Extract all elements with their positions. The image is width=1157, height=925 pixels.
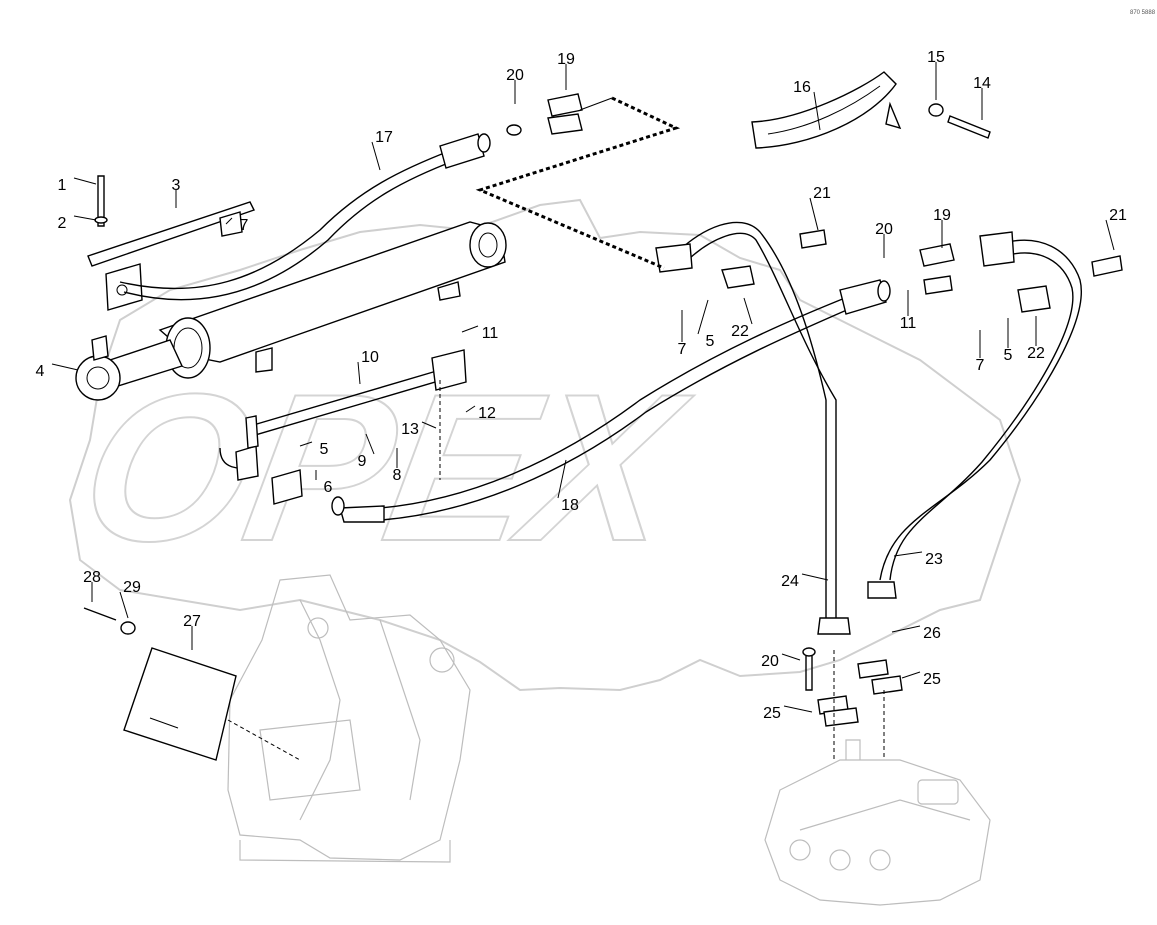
callout-label-c27: 27	[183, 613, 201, 630]
callout-label-c14: 14	[973, 75, 991, 92]
callout-label-c5a: 5	[320, 441, 329, 458]
callout-leader-c21a	[809, 197, 819, 231]
callout-labels: 1234567891011121314151617181919202020212…	[36, 49, 1127, 722]
callout-leader-c26	[891, 625, 921, 633]
callout-label-c22a: 22	[731, 323, 749, 340]
tube-10	[219, 349, 467, 505]
hose-17	[119, 133, 491, 301]
mounting-bracket	[87, 175, 255, 311]
callout-leader-c11a	[461, 325, 479, 333]
callout-label-c20b: 20	[875, 221, 893, 238]
callout-label-c28: 28	[83, 569, 101, 586]
hose-18	[331, 279, 891, 523]
callout-leader-c4	[51, 363, 79, 371]
callout-label-c19b: 19	[933, 207, 951, 224]
callout-label-c7a: 7	[240, 217, 249, 234]
hydraulic-cylinder	[75, 221, 507, 401]
pipe-24	[655, 221, 851, 635]
callout-leader-c5b	[697, 299, 709, 335]
callout-label-c25a: 25	[923, 671, 941, 688]
callout-leader-c16	[813, 91, 821, 131]
callout-leader-c25a	[901, 671, 921, 679]
callout-leader-c20c	[781, 653, 801, 661]
callout-leader-c24	[801, 573, 829, 581]
callout-label-c7b: 7	[678, 341, 687, 358]
callout-leader-c18	[557, 459, 567, 499]
callout-leader-c7a	[225, 217, 233, 225]
callout-leader-c22a	[743, 297, 753, 325]
callout-leader-c1	[73, 177, 97, 185]
callout-leader-c5a	[299, 441, 313, 447]
callout-label-c11b: 11	[900, 315, 917, 332]
callout-label-c24: 24	[781, 573, 799, 590]
callout-label-c20c: 20	[761, 653, 779, 670]
callout-label-c6: 6	[324, 479, 333, 496]
callout-label-c23: 23	[925, 551, 943, 568]
callout-label-c25b: 25	[763, 705, 781, 722]
callout-label-c10: 10	[361, 349, 379, 366]
callout-leader-c29	[119, 591, 129, 619]
callout-leader-c17	[371, 141, 381, 171]
callout-label-c15: 15	[927, 49, 945, 66]
callout-label-c11a: 11	[482, 325, 499, 342]
callout-label-c5b: 5	[706, 333, 715, 350]
callout-label-c3: 3	[172, 177, 181, 194]
callout-label-c2: 2	[58, 215, 67, 232]
corner-code: 870 5888	[1130, 10, 1156, 16]
dashed-connectors	[227, 96, 885, 761]
watermark-logo: OPEX	[66, 198, 1022, 692]
hose-guide-16	[751, 71, 902, 149]
callout-label-c1: 1	[58, 177, 67, 194]
control-valve-ghost	[764, 739, 991, 906]
callout-leader-c21b	[1105, 219, 1115, 251]
callout-leader-c23	[893, 551, 923, 557]
callout-label-c5c: 5	[1004, 347, 1013, 364]
callout-label-c26: 26	[923, 625, 941, 642]
callout-label-c7c: 7	[976, 357, 985, 374]
callout-leader-c12	[465, 405, 476, 413]
callout-label-c18: 18	[561, 497, 579, 514]
callout-label-c29: 29	[123, 579, 141, 596]
callout-label-c8: 8	[393, 467, 402, 484]
pipe-23	[867, 231, 1082, 599]
callout-label-c17: 17	[375, 129, 393, 146]
callout-label-c22b: 22	[1027, 345, 1045, 362]
callout-label-c19a: 19	[557, 51, 575, 68]
loader-frame-ghost	[227, 574, 471, 863]
callout-label-c16: 16	[793, 79, 811, 96]
callout-leader-c25b	[783, 705, 813, 713]
decal-plate-27	[83, 607, 237, 761]
callout-leader-c2	[73, 215, 97, 221]
watermark-text: OPEX	[67, 349, 703, 584]
callout-label-c12: 12	[478, 405, 496, 422]
callout-label-c21a: 21	[813, 185, 831, 202]
callout-leader-c13	[421, 421, 437, 429]
clamps	[506, 93, 1123, 727]
callout-leader-c9	[365, 433, 375, 455]
callout-label-c13: 13	[401, 421, 419, 438]
callout-label-c4: 4	[36, 363, 45, 380]
callout-label-c21b: 21	[1109, 207, 1127, 224]
callout-label-c9: 9	[358, 453, 367, 470]
callout-label-c20a: 20	[506, 67, 524, 84]
callout-leader-c10	[357, 361, 361, 385]
